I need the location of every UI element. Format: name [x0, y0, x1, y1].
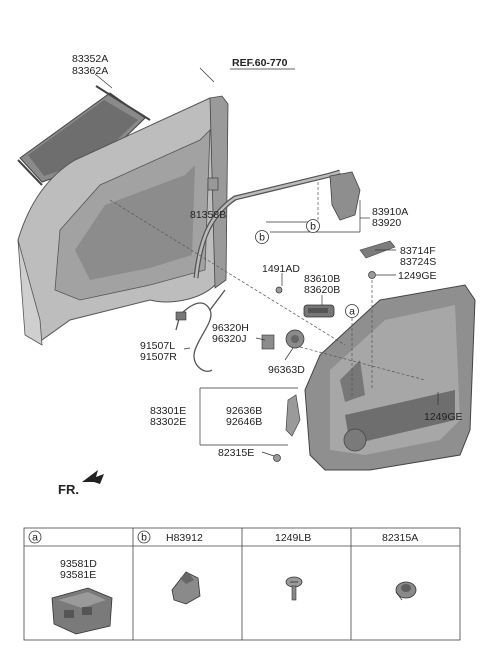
front-arrow-icon [82, 470, 104, 484]
legend-cell-b: b H83912 [137, 530, 203, 605]
callout-a-drawing: a [345, 304, 359, 318]
part-label-1491AD: 1491AD [262, 263, 300, 275]
window-curtain-drawing [17, 85, 151, 186]
legend-code-82315A: 82315A [382, 532, 418, 544]
part-labels: 83352A 83362A 81358B 83910A 83920 83714F… [72, 53, 463, 459]
part-label-83724S: 83724S [400, 256, 436, 268]
window-switch-drawing [51, 587, 113, 635]
part-label-91507L: 91507L [140, 340, 175, 352]
svg-text:b: b [259, 232, 265, 244]
legend-part-93581D: 93581D [60, 558, 97, 570]
part-label-91507R: 91507R [140, 351, 177, 363]
part-label-96363D: 96363D [268, 364, 305, 376]
legend-table: a 93581D 93581E b H83912 1249LB [23, 527, 461, 641]
weather-strip-drawing [193, 169, 361, 279]
part-label-83910A: 83910A [372, 206, 408, 218]
part-label-83301E: 83301E [150, 405, 186, 417]
part-label-83920: 83920 [372, 217, 401, 229]
legend-code-H83912: H83912 [166, 532, 203, 544]
clip-drawing [171, 571, 201, 605]
svg-text:b: b [141, 532, 147, 544]
part-label-83620B: 83620B [304, 284, 340, 296]
inside-handle-drawing [303, 304, 335, 318]
svg-text:REF.60-770: REF.60-770 [232, 57, 288, 69]
callout-b-left: b [255, 230, 269, 244]
lamp-bracket-drawing [285, 394, 301, 437]
screw-drawing [285, 576, 303, 601]
part-label-83352A: 83352A [72, 53, 108, 65]
legend-cell-1249LB: 1249LB [275, 532, 311, 601]
legend-part-93581E: 93581E [60, 569, 96, 581]
legend-cell-a: a 93581D 93581E [28, 530, 113, 635]
part-label-96320H: 96320H [212, 322, 249, 334]
rear-door-frame-drawing [17, 95, 229, 346]
garnish-drawing [359, 240, 396, 259]
grommet-drawing [395, 581, 417, 601]
svg-text:a: a [349, 306, 355, 318]
svg-text:FR.: FR. [58, 482, 79, 497]
svg-text:b: b [310, 221, 316, 233]
svg-text:a: a [32, 532, 38, 544]
part-label-96320J: 96320J [212, 333, 246, 345]
switch-speaker-drawings [261, 329, 305, 350]
harness-connector-drawing [175, 311, 187, 321]
part-label-92636B: 92636B [226, 405, 262, 417]
part-label-1249GE-top: 1249GE [398, 270, 437, 282]
reference-lines [109, 182, 426, 398]
legend-code-1249LB: 1249LB [275, 532, 311, 544]
part-label-82315E: 82315E [218, 447, 254, 459]
part-label-83610B: 83610B [304, 273, 340, 285]
part-label-83714F: 83714F [400, 245, 436, 257]
legend-cell-82315A: 82315A [382, 532, 418, 601]
part-label-83362A: 83362A [72, 65, 108, 77]
door-trim-drawing [304, 284, 476, 471]
part-label-81358B: 81358B [190, 209, 226, 221]
part-label-1249GE-bottom: 1249GE [424, 411, 463, 423]
part-label-83302E: 83302E [150, 416, 186, 428]
ref-label: REF.60-770 [230, 57, 295, 70]
front-marker: FR. [58, 470, 104, 497]
part-label-92646B: 92646B [226, 416, 262, 428]
callout-b-right: b [306, 219, 320, 233]
